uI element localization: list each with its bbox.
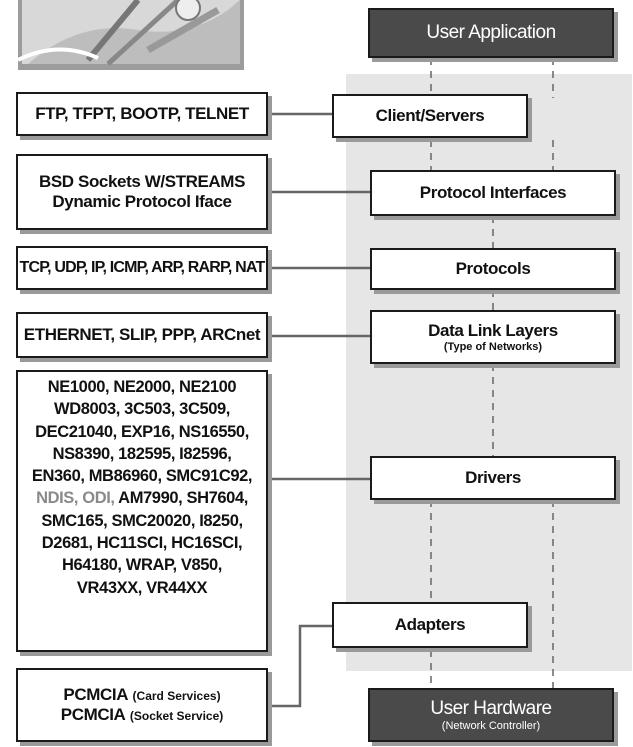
- protocol-interfaces-box: Protocol Interfaces: [370, 170, 616, 216]
- pcmcia-line2: PCMCIA (Socket Service): [61, 705, 224, 725]
- driver-line: NE1000, NE2000, NE2100: [48, 376, 236, 398]
- data-link-layers-box: Data Link Layers (Type of Networks): [370, 310, 616, 364]
- data-link-layers-sublabel: (Type of Networks): [444, 341, 542, 353]
- pcmcia-sub-2: (Socket Service): [130, 709, 223, 723]
- drivers-label: Drivers: [465, 468, 521, 488]
- drivers-box: Drivers: [370, 456, 616, 500]
- sockets-box: BSD Sockets W/STREAMS Dynamic Protocol I…: [16, 154, 268, 230]
- pcmcia-box: PCMCIA (Card Services) PCMCIA (Socket Se…: [16, 668, 268, 742]
- driver-line: H64180, WRAP, V850,: [62, 554, 222, 576]
- user-application-box: User Application: [368, 8, 614, 58]
- driver-line: WD8003, 3C503, 3C509,: [54, 398, 230, 420]
- protocol-interfaces-label: Protocol Interfaces: [420, 183, 566, 203]
- driver-list-box: NE1000, NE2000, NE2100 WD8003, 3C503, 3C…: [16, 370, 268, 652]
- network-types-label: ETHERNET, SLIP, PPP, ARCnet: [24, 325, 260, 345]
- data-link-layers-label: Data Link Layers: [428, 321, 558, 341]
- client-servers-box: Client/Servers: [332, 94, 528, 138]
- network-types-box: ETHERNET, SLIP, PPP, ARCnet: [16, 312, 268, 358]
- pcmcia-sub-1: (Card Services): [133, 689, 221, 703]
- driver-gray-prefix: NDIS, ODI,: [36, 489, 115, 507]
- user-hardware-sublabel: (Network Controller): [442, 720, 540, 732]
- adapters-label: Adapters: [395, 615, 466, 635]
- user-application-label: User Application: [426, 22, 555, 44]
- pcmcia-main-1: PCMCIA: [63, 685, 128, 704]
- driver-line: DEC21040, EXP16, NS16550,: [35, 421, 249, 443]
- driver-line: AM7990, SH7604,: [118, 489, 248, 507]
- user-hardware-box: User Hardware (Network Controller): [368, 688, 614, 742]
- protocol-list-box: TCP, UDP, IP, ICMP, ARP, RARP, NAT: [16, 246, 268, 290]
- pcmcia-line1: PCMCIA (Card Services): [63, 685, 220, 705]
- sockets-line1: BSD Sockets W/STREAMS: [39, 172, 245, 192]
- driver-line: NS8390, 182595, I82596,: [53, 443, 232, 465]
- user-hardware-label: User Hardware: [430, 698, 551, 720]
- applications-label: FTP, TFPT, BOOTP, TELNET: [35, 104, 249, 124]
- driver-line: VR43XX, VR44XX: [77, 577, 207, 599]
- sockets-line2: Dynamic Protocol Iface: [52, 192, 231, 212]
- client-servers-label: Client/Servers: [376, 106, 485, 126]
- protocols-label: Protocols: [456, 259, 531, 279]
- adapters-box: Adapters: [332, 602, 528, 648]
- protocols-box: Protocols: [370, 248, 616, 290]
- protocol-list-label: TCP, UDP, IP, ICMP, ARP, RARP, NAT: [20, 259, 265, 277]
- driver-line: D2681, HC11SCI, HC16SCI,: [42, 532, 242, 554]
- applications-box: FTP, TFPT, BOOTP, TELNET: [16, 92, 268, 136]
- pcmcia-main-2: PCMCIA: [61, 705, 126, 724]
- driver-line-mixed: NDIS, ODI, AM7990, SH7604,: [36, 487, 248, 509]
- driver-line: EN360, MB86960, SMC91C92,: [32, 465, 252, 487]
- driver-line: SMC165, SMC20020, I8250,: [41, 510, 242, 532]
